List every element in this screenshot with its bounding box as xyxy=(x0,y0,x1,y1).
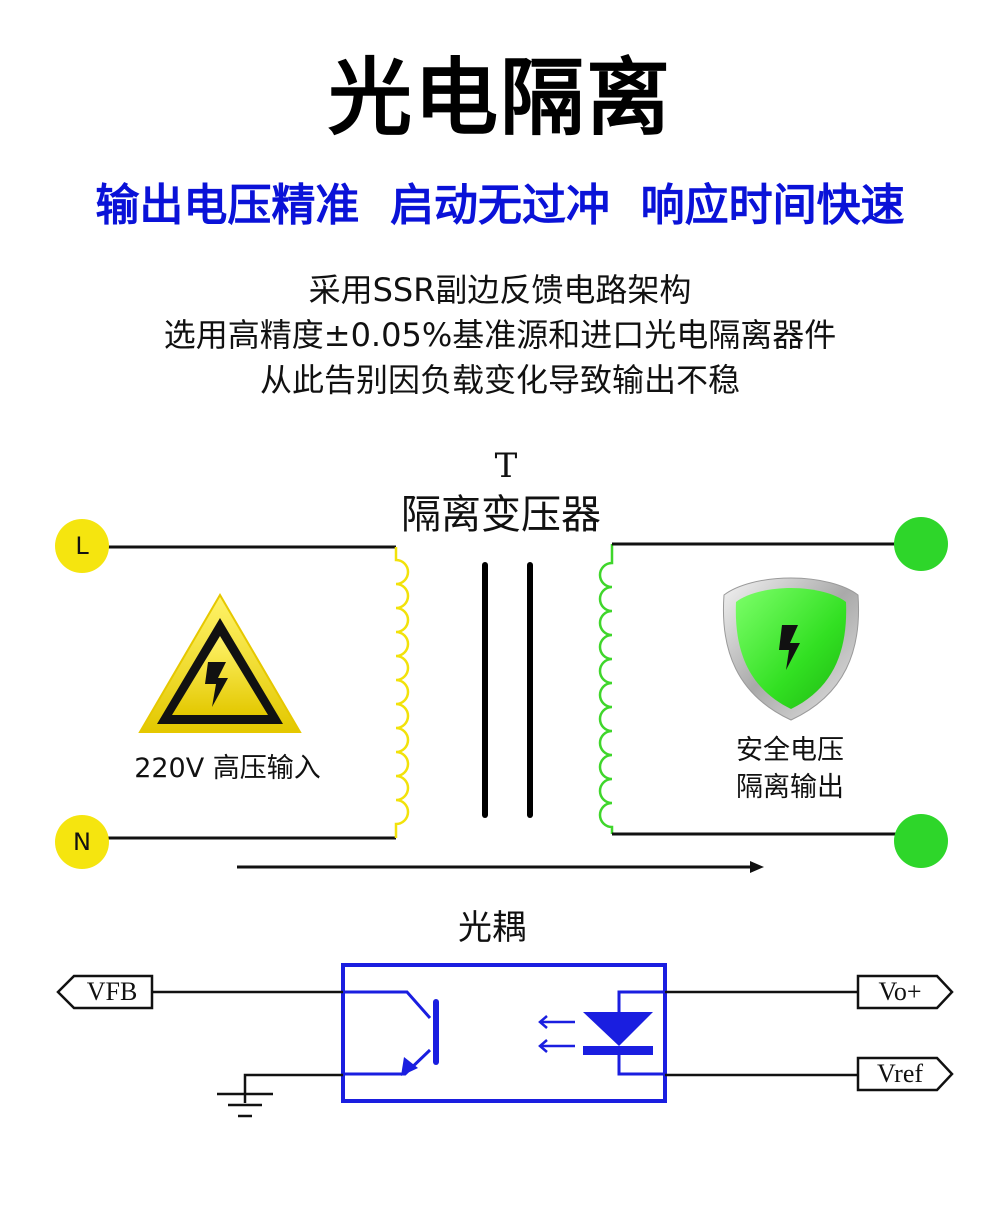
transformer-symbol: T xyxy=(494,446,518,486)
optocoupler-wires xyxy=(152,990,858,1103)
output-label-line-1: 安全电压 xyxy=(736,735,844,766)
output-terminal-bottom xyxy=(894,814,948,868)
page-title: 光电隔离 xyxy=(327,49,672,147)
description-line-3: 从此告别因负载变化导致输出不稳 xyxy=(259,361,740,399)
secondary-wires xyxy=(612,542,900,836)
port-vfb-flag xyxy=(56,974,154,1010)
secondary-coil xyxy=(598,544,614,834)
port-vfb-label: VFB xyxy=(86,977,138,1006)
port-vref-flag xyxy=(856,1056,954,1092)
description-line-2: 选用高精度±0.05%基准源和进口光电隔离器件 xyxy=(163,316,837,354)
terminal-l xyxy=(55,519,109,573)
port-vref-label: Vref xyxy=(876,1059,924,1088)
output-terminal-top xyxy=(894,517,948,571)
flow-arrow xyxy=(237,861,764,873)
transformer-core xyxy=(482,562,533,818)
port-vo-plus-flag xyxy=(856,974,954,1010)
description-line-1: 采用SSR副边反馈电路架构 xyxy=(308,271,692,309)
terminal-n xyxy=(55,815,109,869)
primary-coil xyxy=(394,547,410,838)
ground-icon xyxy=(217,1092,273,1118)
high-voltage-warning-icon xyxy=(138,593,302,733)
port-vo-plus-label: Vo+ xyxy=(878,977,922,1006)
terminal-l-label: L xyxy=(75,532,89,560)
optocoupler-label: 光耦 xyxy=(458,908,526,948)
primary-wires xyxy=(108,545,396,840)
transformer-label: 隔离变压器 xyxy=(401,492,601,538)
safety-shield-icon xyxy=(722,577,860,721)
terminal-n-label: N xyxy=(73,828,91,856)
optocoupler-body xyxy=(341,963,667,1103)
output-label-line-2: 隔离输出 xyxy=(736,772,844,803)
feature-subtitle: 输出电压精准 启动无过冲 响应时间快速 xyxy=(95,180,905,231)
input-label: 220V 高压输入 xyxy=(134,753,321,784)
